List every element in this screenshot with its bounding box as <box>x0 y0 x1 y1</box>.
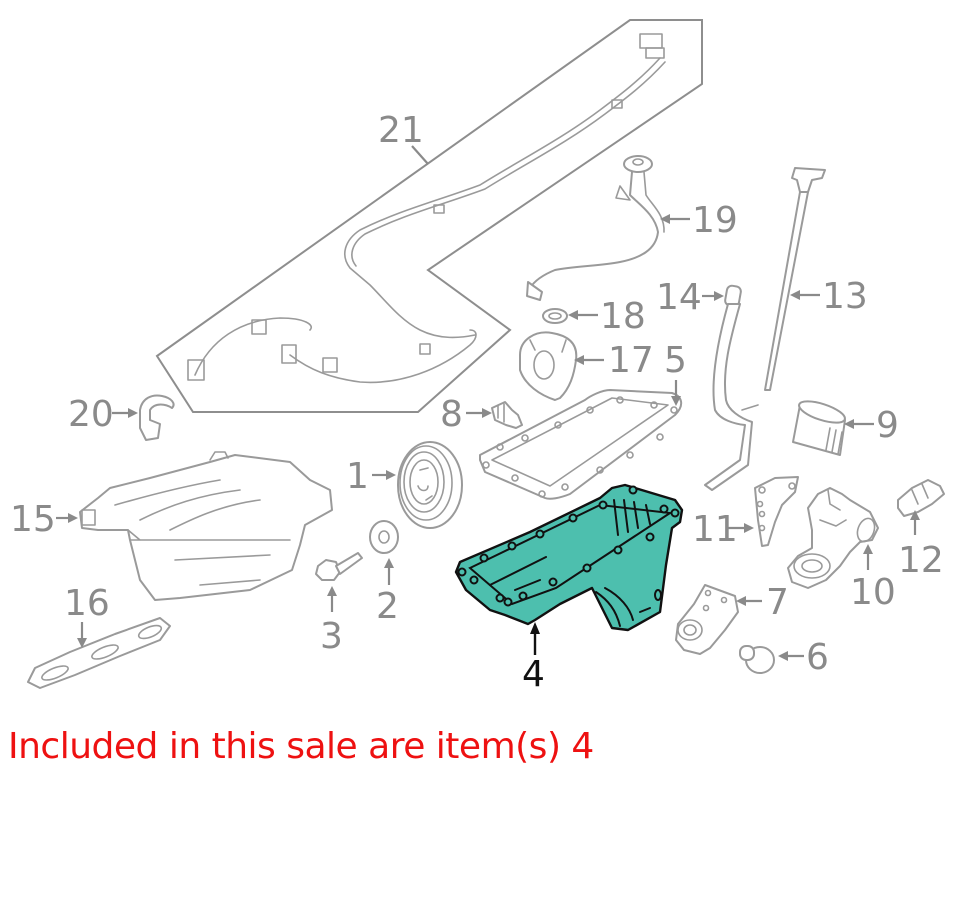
callout-19: 19 <box>692 200 738 241</box>
item-15-intake-manifold: 15 <box>10 451 333 601</box>
item-16-intake-gasket: 16 <box>27 583 171 689</box>
callout-17: 17 <box>608 340 654 381</box>
callout-16: 16 <box>64 583 110 624</box>
item-10-housing: 10 <box>787 487 896 613</box>
item-5-oil-pan-gasket: 5 <box>479 340 687 500</box>
callout-7: 7 <box>766 582 789 623</box>
callout-1: 1 <box>346 456 369 497</box>
item-13-dipstick: 13 <box>764 167 868 391</box>
item-2-washer: 2 <box>369 520 399 627</box>
callout-2: 2 <box>376 586 399 627</box>
callout-15: 15 <box>10 499 56 540</box>
item-6-plug: 6 <box>739 637 829 678</box>
item-3-bolt: 3 <box>315 552 363 657</box>
item-11-bracket: 11 <box>692 476 799 550</box>
item-12-sensor: 12 <box>897 479 945 581</box>
callout-3: 3 <box>320 616 343 657</box>
item-21-wiring-harness: 21 <box>155 19 703 413</box>
callout-5: 5 <box>664 340 687 381</box>
callout-4: 4 <box>522 654 545 695</box>
callout-8: 8 <box>440 394 463 435</box>
item-4-oil-pan: 4 <box>454 483 684 695</box>
callout-6: 6 <box>806 637 829 678</box>
callout-10: 10 <box>850 572 896 613</box>
callout-9: 9 <box>876 405 899 446</box>
item-19-oil-pickup-tube: 19 <box>526 155 738 301</box>
callout-18: 18 <box>600 296 646 337</box>
sale-note: Included in this sale are item(s) 4 <box>8 726 594 767</box>
parts-diagram: 21 19 18 17 <box>10 19 945 695</box>
callout-14: 14 <box>656 277 702 318</box>
item-9-oil-filter: 9 <box>792 400 899 456</box>
callout-20: 20 <box>68 394 114 435</box>
callout-13: 13 <box>822 276 868 317</box>
item-20-connector: 20 <box>68 394 175 441</box>
item-1-pulley: 1 <box>346 441 463 529</box>
callout-12: 12 <box>898 540 944 581</box>
item-7-mount-bracket: 7 <box>675 582 789 655</box>
callout-21: 21 <box>378 110 424 151</box>
callout-11: 11 <box>692 509 738 550</box>
item-17-oil-pump: 17 <box>519 331 654 401</box>
item-18-o-ring: 18 <box>542 296 646 337</box>
item-8-sensor: 8 <box>440 394 523 435</box>
item-14-dipstick-tube: 14 <box>656 277 759 491</box>
